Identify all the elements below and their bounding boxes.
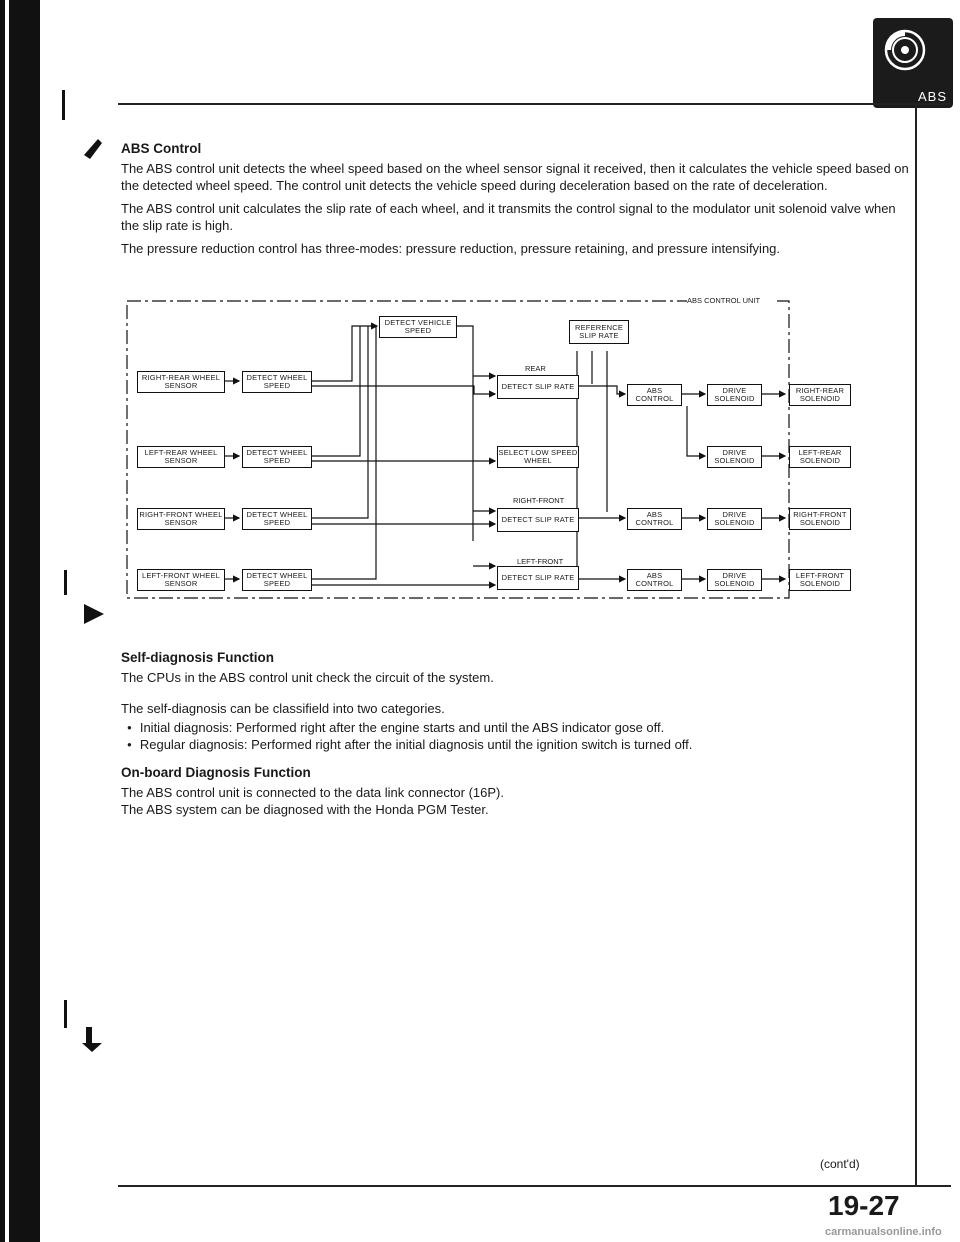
paragraph: The CPUs in the ABS control unit check t… [121, 670, 494, 685]
paragraph: The ABS system can be diagnosed with the… [121, 802, 489, 817]
bullet-item: Initial diagnosis: Performed right after… [121, 719, 911, 736]
continued-label: (cont'd) [820, 1157, 860, 1171]
detect-wheel-speed-box: DETECT WHEEL SPEED [242, 569, 312, 591]
detect-wheel-speed-box: DETECT WHEEL SPEED [242, 446, 312, 468]
text-top: ABS Control The ABS control unit detects… [121, 135, 911, 263]
group-label: REAR [525, 364, 546, 373]
margin-tick [62, 90, 65, 120]
right-rule [915, 105, 917, 1185]
group-label: RIGHT-FRONT [513, 496, 565, 505]
sensor-box: RIGHT-REAR WHEEL SENSOR [137, 371, 225, 393]
watermark: carmanualsonline.info [825, 1226, 942, 1238]
page-marker-icon [84, 139, 102, 159]
sensor-box: LEFT-REAR WHEEL SENSOR [137, 446, 225, 468]
drive-solenoid-box: DRIVE SOLENOID [707, 446, 762, 468]
bottom-rule [118, 1185, 951, 1187]
abs-logo-text: ABS [917, 89, 947, 104]
binding-gap [5, 0, 9, 1242]
detect-slip-rate-box: DETECT SLIP RATE [497, 508, 579, 532]
drive-solenoid-box: DRIVE SOLENOID [707, 569, 762, 591]
group-label: LEFT-FRONT [517, 557, 564, 566]
abs-control-box: ABS CONTROL [627, 508, 682, 530]
solenoid-box: LEFT-FRONT SOLENOID [789, 569, 851, 591]
detect-vehicle-speed-box: DETECT VEHICLE SPEED [379, 316, 457, 338]
onboard-heading: On-board Diagnosis Function [121, 765, 311, 780]
reference-slip-rate-box: REFERENCE SLIP RATE [569, 320, 629, 344]
solenoid-box: RIGHT-REAR SOLENOID [789, 384, 851, 406]
self-diagnosis-heading: Self-diagnosis Function [121, 650, 275, 665]
sensor-box: LEFT-FRONT WHEEL SENSOR [137, 569, 225, 591]
abs-control-heading: ABS Control [121, 141, 202, 156]
solenoid-box: RIGHT-FRONT SOLENOID [789, 508, 851, 530]
paragraph: The ABS control unit calculates the slip… [121, 201, 896, 233]
drive-solenoid-box: DRIVE SOLENOID [707, 384, 762, 406]
select-low-speed-wheel-box: SELECT LOW SPEED WHEEL [497, 446, 579, 468]
detect-wheel-speed-box: DETECT WHEEL SPEED [242, 508, 312, 530]
page-marker-icon [84, 604, 104, 624]
page-number: 19-27 [828, 1190, 900, 1221]
sensor-box: RIGHT-FRONT WHEEL SENSOR [137, 508, 225, 530]
detect-slip-rate-box: DETECT SLIP RATE [497, 566, 579, 590]
abs-control-diagram: ABS CONTROL UNIT RIGHT-REAR WHEEL SENSOR… [117, 296, 917, 611]
drive-solenoid-box: DRIVE SOLENOID [707, 508, 762, 530]
page-marker-icon [82, 1027, 102, 1052]
paragraph: The ABS control unit detects the wheel s… [121, 161, 909, 193]
text-bottom: Self-diagnosis Function The CPUs in the … [121, 644, 911, 824]
detect-wheel-speed-box: DETECT WHEEL SPEED [242, 371, 312, 393]
bullet-item: Regular diagnosis: Performed right after… [121, 736, 911, 753]
paragraph: The ABS control unit is connected to the… [121, 785, 504, 800]
detect-slip-rate-box: DETECT SLIP RATE [497, 375, 579, 399]
abs-logo: ABS [873, 18, 953, 108]
abs-control-box: ABS CONTROL [627, 569, 682, 591]
margin-tick [64, 1000, 67, 1028]
paragraph: The pressure reduction control has three… [121, 241, 781, 256]
top-rule [118, 103, 951, 105]
control-unit-label: ABS CONTROL UNIT [687, 296, 761, 305]
abs-brake-icon [884, 29, 926, 71]
solenoid-box: LEFT-REAR SOLENOID [789, 446, 851, 468]
margin-tick [64, 570, 67, 595]
paragraph: The self-diagnosis can be classifield in… [121, 701, 445, 716]
abs-control-box: ABS CONTROL [627, 384, 682, 406]
